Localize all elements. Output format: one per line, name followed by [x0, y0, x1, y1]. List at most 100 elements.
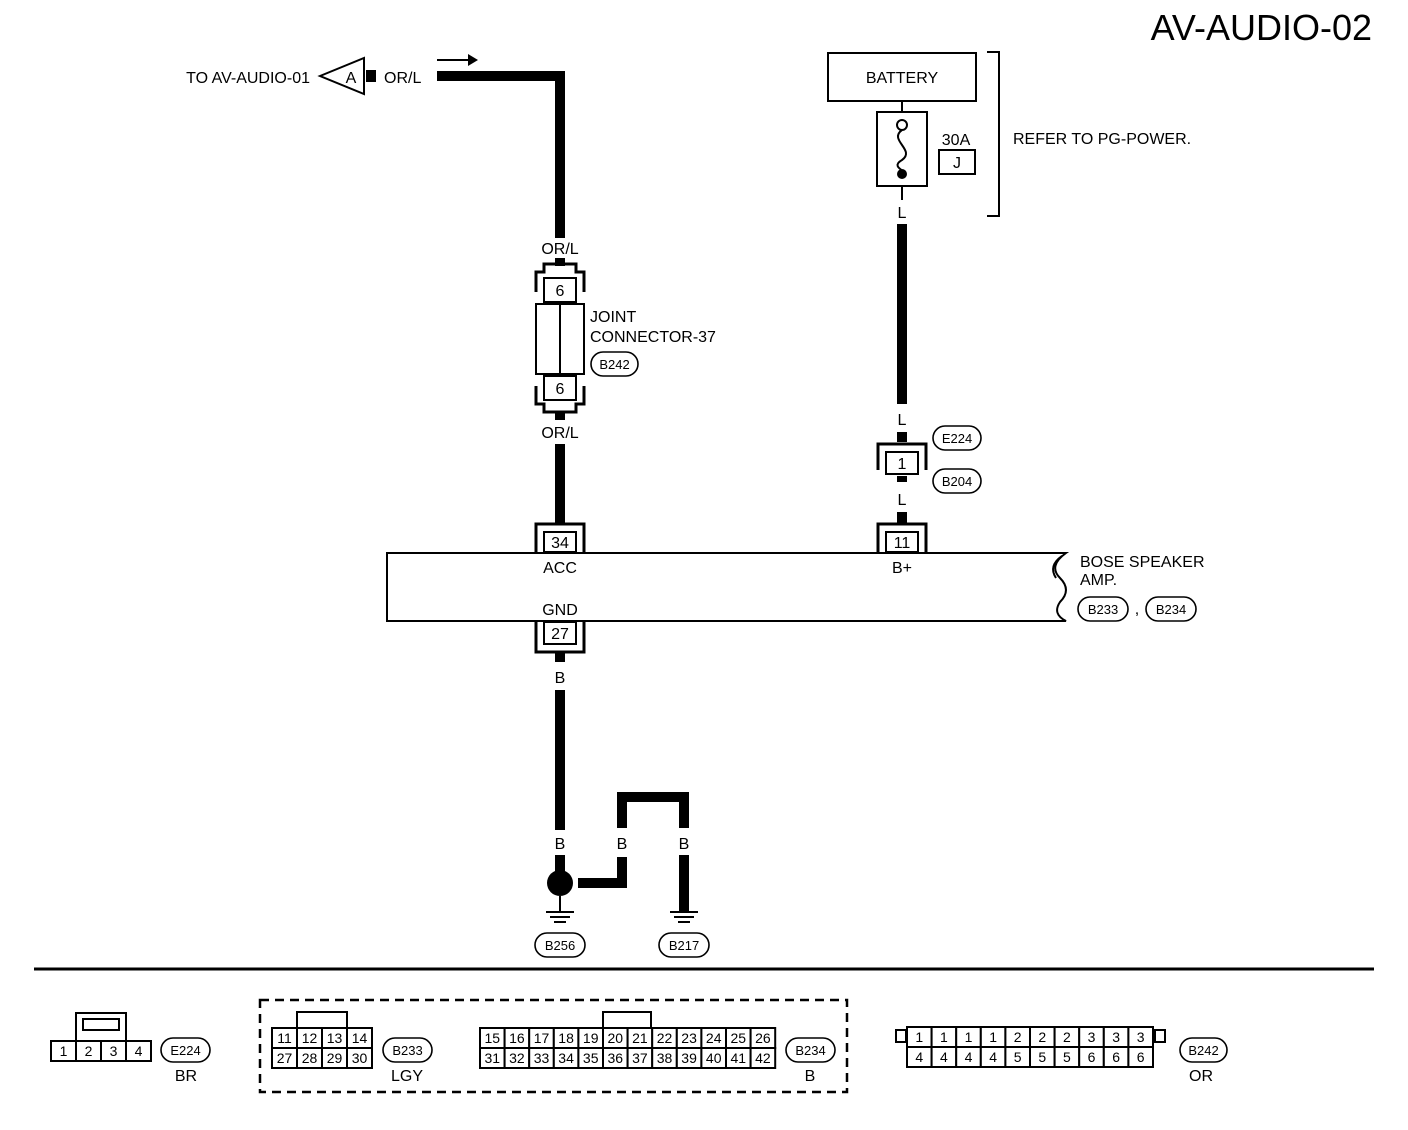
pin-cell-label: 36: [608, 1050, 624, 1066]
wire-color-label: L: [898, 492, 907, 509]
joint-connector-label-line1: JOINT: [590, 309, 636, 326]
connector-ref-b242-face[interactable]: B242: [1179, 1037, 1228, 1063]
connector-ref-pill: [1179, 1037, 1228, 1063]
connector-ref-label: B234: [795, 1043, 825, 1058]
connector-ref-pill: [534, 932, 586, 958]
connector-ref-b234[interactable]: B234: [1145, 596, 1197, 622]
connector-tab-left: [895, 1029, 907, 1043]
connector-ref-e224[interactable]: E224: [932, 425, 982, 451]
connector-ref-label: B233: [1088, 602, 1118, 617]
pin-cell-label: 1: [965, 1029, 973, 1045]
wire-stub: [897, 432, 907, 442]
pin-cell-label: 1: [940, 1029, 948, 1045]
amp-pin-b-plus[interactable]: 11: [876, 522, 928, 553]
connector-ref-label: B204: [942, 474, 972, 489]
off-page-arrow-icon: [317, 56, 365, 96]
pin-cell-label: 26: [755, 1030, 771, 1046]
pin-cell-label: 13: [327, 1030, 343, 1046]
pin-cell-label: 1: [60, 1043, 68, 1059]
wire-color-label: B: [617, 836, 628, 853]
wire-orl-top: [437, 71, 565, 238]
connector-ref-pill: [382, 1037, 433, 1063]
pin-cell-label: 31: [485, 1050, 501, 1066]
connector-ref-label: B242: [1188, 1043, 1218, 1058]
pin-cell-label: 5: [1038, 1049, 1046, 1065]
connector-latch-slot: [82, 1018, 120, 1031]
pin-cell-label: 3: [1112, 1029, 1120, 1045]
pin-cell-label: 18: [558, 1030, 574, 1046]
amp-terminal-bplus: B+: [892, 560, 912, 577]
connector-ref-e224-face[interactable]: E224: [160, 1037, 211, 1063]
pin-cell-label: 4: [915, 1049, 923, 1065]
wire-color-label: L: [898, 412, 907, 429]
pin-cell-label: 6: [1137, 1049, 1145, 1065]
connector-color: BR: [175, 1068, 197, 1085]
ground-symbol-icon: [546, 896, 574, 923]
pin-cell-label: 2: [1014, 1029, 1022, 1045]
battery-label: BATTERY: [866, 70, 939, 87]
pin-cell-label: 39: [681, 1050, 697, 1066]
connector-ref-pill: [1145, 596, 1197, 622]
wire-stub: [555, 855, 565, 871]
amp-label-line2: AMP.: [1080, 572, 1117, 589]
connector-ref-pill: [160, 1037, 211, 1063]
connector-ref-label: B242: [599, 357, 629, 372]
pin-number: 11: [894, 535, 911, 552]
connector-ref-b204[interactable]: B204: [932, 468, 982, 494]
inline-connector-e224-b204[interactable]: 1: [876, 442, 928, 475]
connector-latch: [296, 1011, 348, 1029]
pin-cell-label: 6: [1088, 1049, 1096, 1065]
pin-cell-label: 5: [1014, 1049, 1022, 1065]
pin-cell-label: 15: [485, 1030, 501, 1046]
amp-pin-acc[interactable]: 34: [534, 522, 586, 553]
pin-number: 34: [551, 535, 569, 552]
wire-b-jumper: [578, 857, 627, 888]
wire-b-loop: [617, 792, 689, 828]
wire-stub: [897, 476, 907, 482]
pin-number: 1: [898, 456, 907, 473]
connector-ref-pill: [932, 425, 982, 451]
ground-ref-b217[interactable]: B217: [658, 932, 710, 958]
pin-cell: [346, 1047, 373, 1069]
connector-ref-pill: [785, 1037, 836, 1063]
battery-box: [827, 52, 977, 102]
off-page-connector[interactable]: TO AV-AUDIO-01 A: [186, 56, 376, 96]
pin-box: [885, 451, 919, 475]
battery[interactable]: BATTERY: [827, 52, 977, 102]
fuse[interactable]: [876, 111, 928, 187]
wire-color-label: L: [898, 205, 907, 222]
pin-cell-label: 24: [706, 1030, 722, 1046]
pin-cell-label: 4: [989, 1049, 997, 1065]
pin-cell-label: 42: [755, 1050, 771, 1066]
wire-stub: [555, 652, 565, 662]
connector-ref-b242[interactable]: B242: [590, 351, 639, 377]
connector-ref-b234-face[interactable]: B234: [785, 1037, 836, 1063]
connector-ref-label: E224: [170, 1043, 200, 1058]
amp-pin-gnd[interactable]: 27: [534, 621, 586, 654]
connector-ref-pill: [1077, 596, 1129, 622]
wire-color-label: B: [555, 670, 566, 687]
joint-connector-label-line2: CONNECTOR-37: [590, 329, 716, 346]
fuse-terminal-icon: [896, 119, 908, 131]
pin-cell-label: 5: [1063, 1049, 1071, 1065]
pin-cell-label: 4: [135, 1043, 143, 1059]
connector-ref-b233-face[interactable]: B233: [382, 1037, 433, 1063]
wire-stub: [897, 512, 907, 524]
refer-note: REFER TO PG-POWER.: [1013, 131, 1191, 148]
fuse-rating: 30A: [942, 132, 971, 149]
pin-cell-label: 22: [657, 1030, 673, 1046]
pin-cell-label: 32: [509, 1050, 525, 1066]
connector-ref-label: B234: [1156, 602, 1186, 617]
joint-connector-37[interactable]: 6 6: [534, 262, 586, 414]
pin-box: [543, 277, 577, 303]
connector-color: LGY: [391, 1068, 423, 1085]
connector-ref-b233[interactable]: B233: [1077, 596, 1129, 622]
ground-ref-b256[interactable]: B256: [534, 932, 586, 958]
